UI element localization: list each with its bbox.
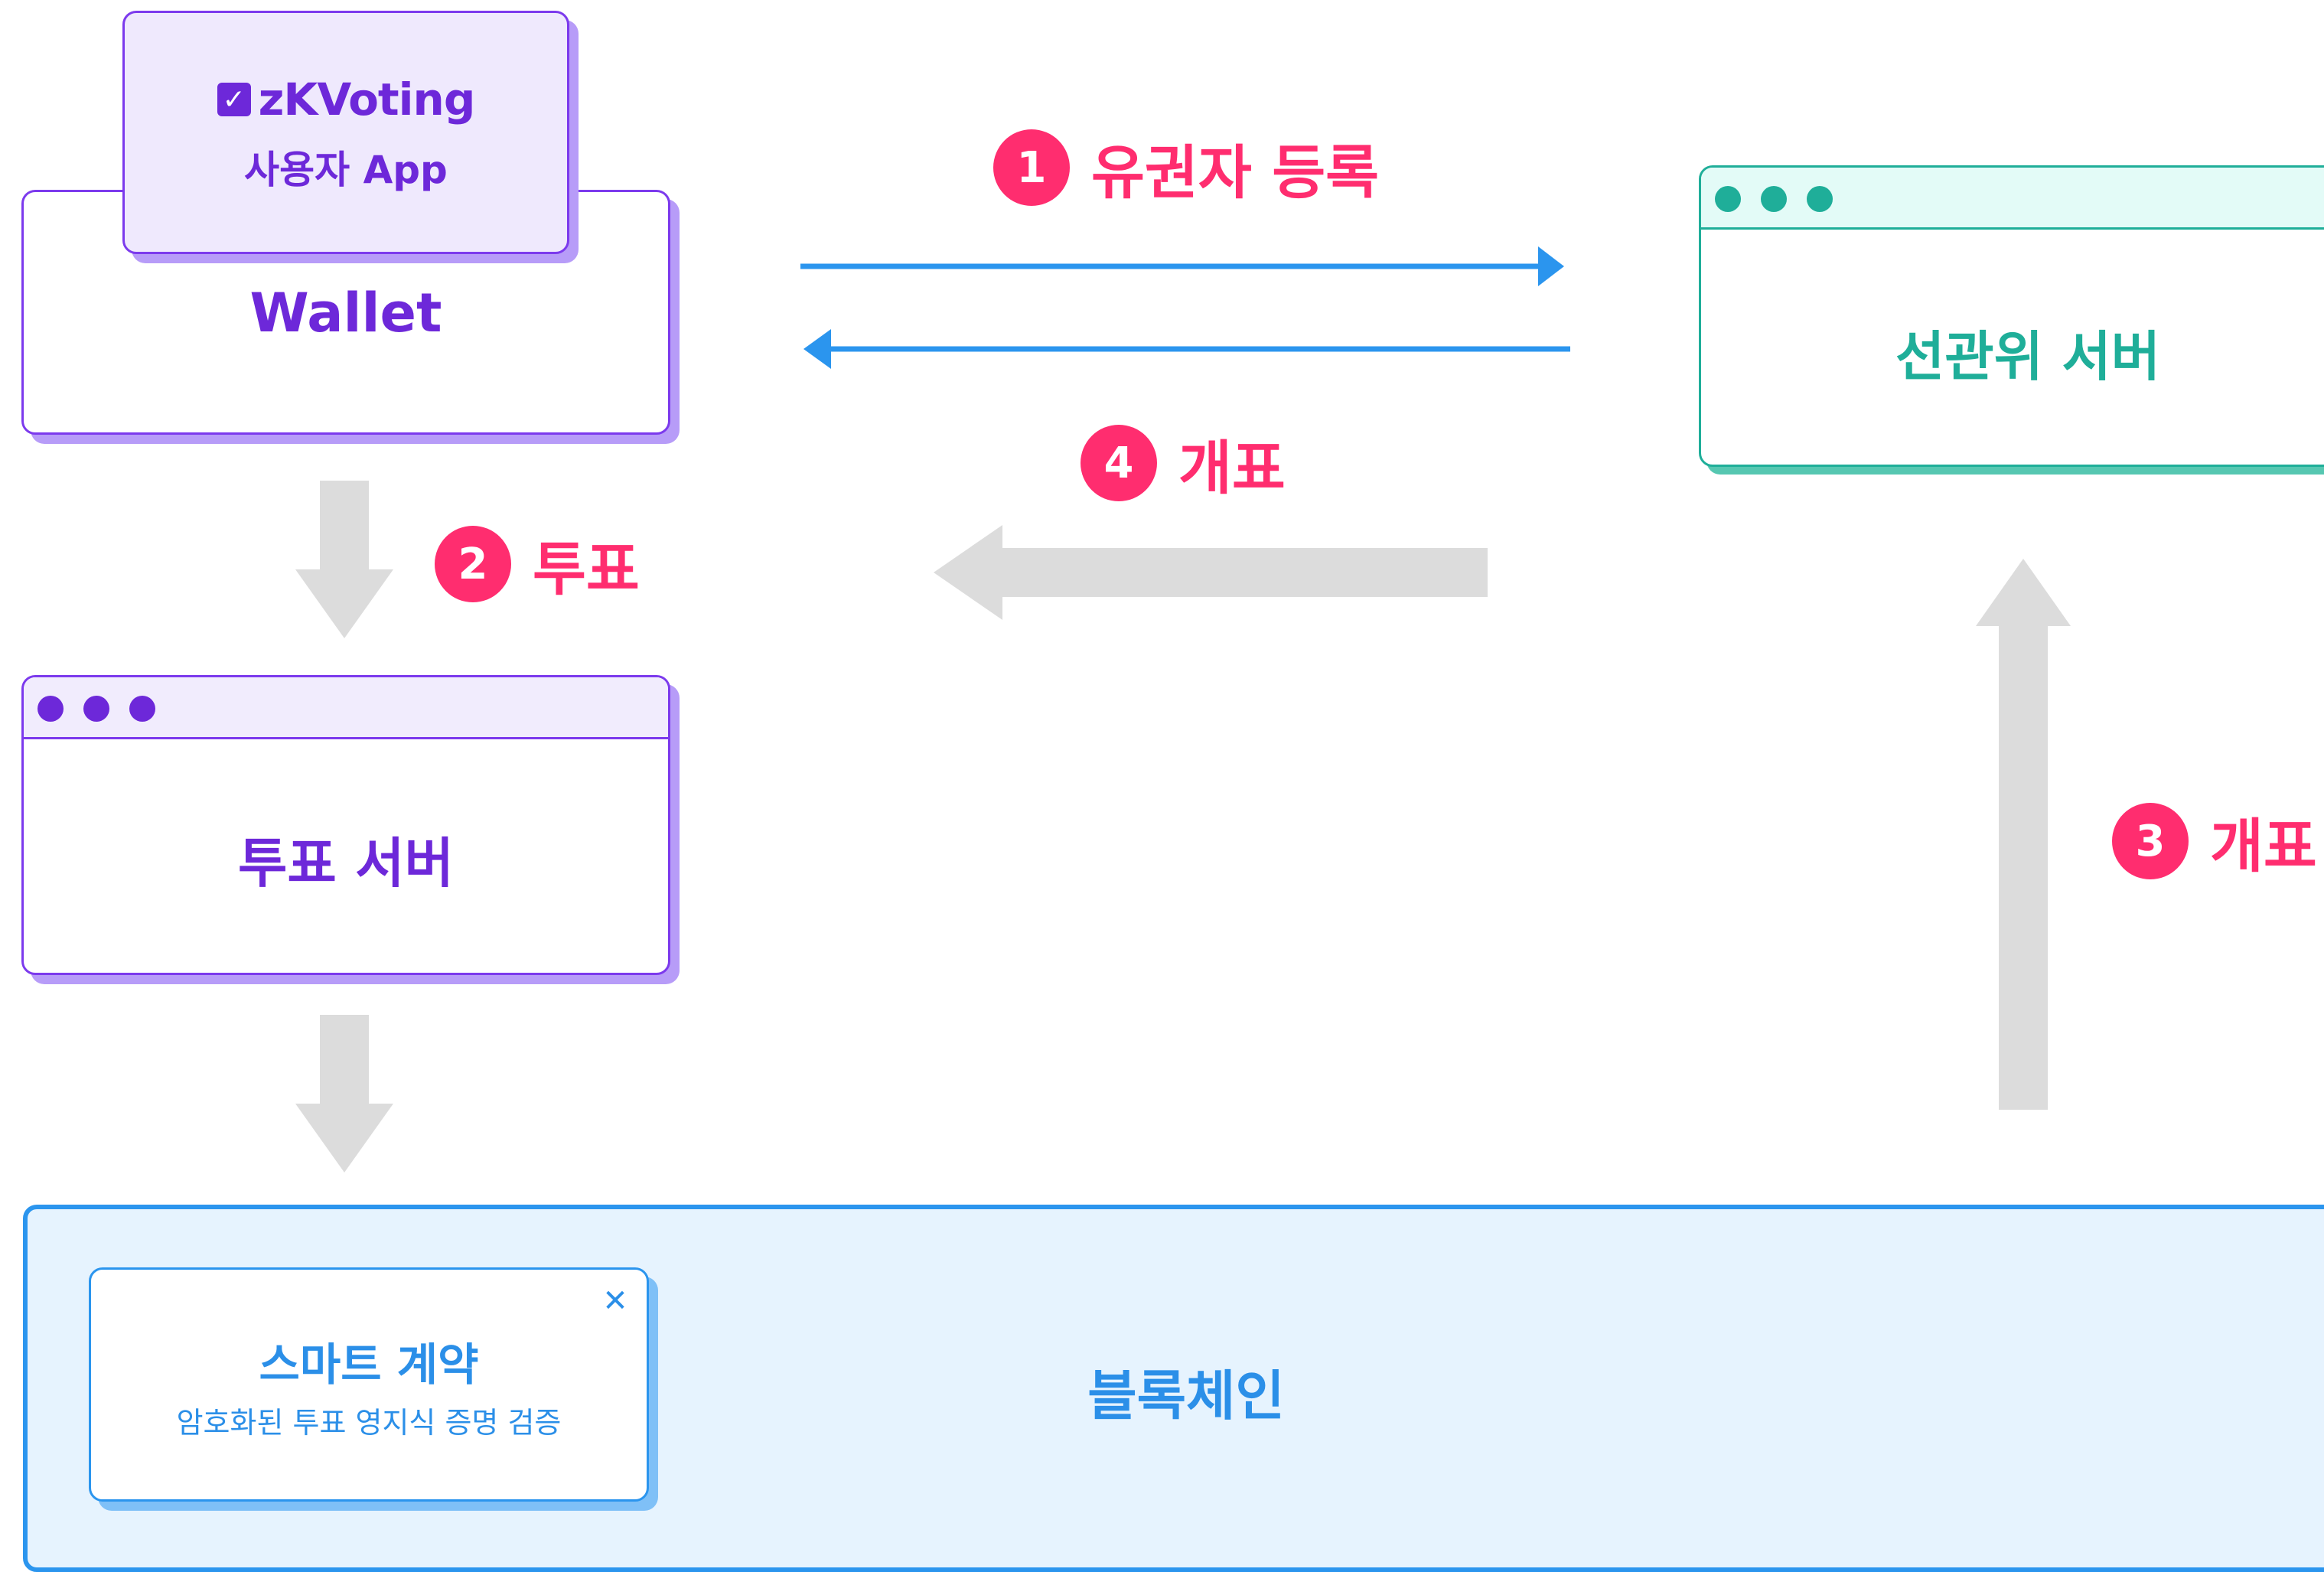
close-icon[interactable]: ✕ (602, 1283, 628, 1319)
window-dot-icon (1761, 186, 1787, 212)
committee-server-window (1699, 165, 2324, 467)
committee-server-label: 선관위 서버 (1895, 325, 2161, 388)
window-dot-icon (83, 696, 109, 722)
step-4-label: 4 개표 (1081, 421, 1286, 505)
smart-contract-card (89, 1267, 649, 1502)
window-dot-icon (129, 696, 155, 722)
arrow-wallet-to-vote-server (295, 481, 393, 638)
check-square-icon: ✓ (217, 83, 251, 116)
vote-server-label: 투표 서버 (238, 832, 454, 895)
arrow-register-request (800, 246, 1564, 286)
blockchain-label: 블록체인 (1087, 1365, 1285, 1427)
arrow-vote-server-to-blockchain (295, 1015, 393, 1172)
wallet-label: Wallet (249, 282, 442, 344)
vote-server-window (21, 675, 670, 975)
app-subtitle: 사용자 App (244, 148, 448, 192)
app-logo-text: zKVoting (258, 73, 476, 126)
window-dot-icon (1715, 186, 1741, 212)
step-1-text: 유권자 등록 (1091, 139, 1380, 207)
step-3-text: 개표 (2210, 812, 2317, 880)
smart-contract-title: 스마트 계약 (259, 1339, 479, 1391)
step-2-text: 투표 (533, 535, 640, 603)
step-3-badge: 3 (2112, 803, 2189, 879)
arrow-committee-to-wallet (934, 525, 1488, 620)
step-4-badge: 4 (1081, 425, 1157, 501)
arrow-blockchain-to-committee (1976, 559, 2071, 1110)
step-1-badge: 1 (993, 129, 1070, 206)
app-logo: ✓ zKVoting (122, 73, 569, 126)
committee-server-titlebar (1701, 168, 2324, 230)
vote-server-titlebar (24, 677, 668, 739)
step-1-label: 1 유권자 등록 (993, 126, 1379, 210)
window-dot-icon (1807, 186, 1833, 212)
step-2-badge: 2 (435, 526, 511, 602)
arrow-register-response (803, 329, 1570, 369)
smart-contract-description: 암호화된 투표 영지식 증명 검증 (176, 1406, 562, 1440)
step-2-label: 2 투표 (435, 522, 640, 606)
user-app-card (122, 11, 569, 254)
window-dot-icon (37, 696, 64, 722)
step-4-text: 개표 (1178, 434, 1286, 502)
step-3-label: 3 개표 (2112, 799, 2317, 883)
